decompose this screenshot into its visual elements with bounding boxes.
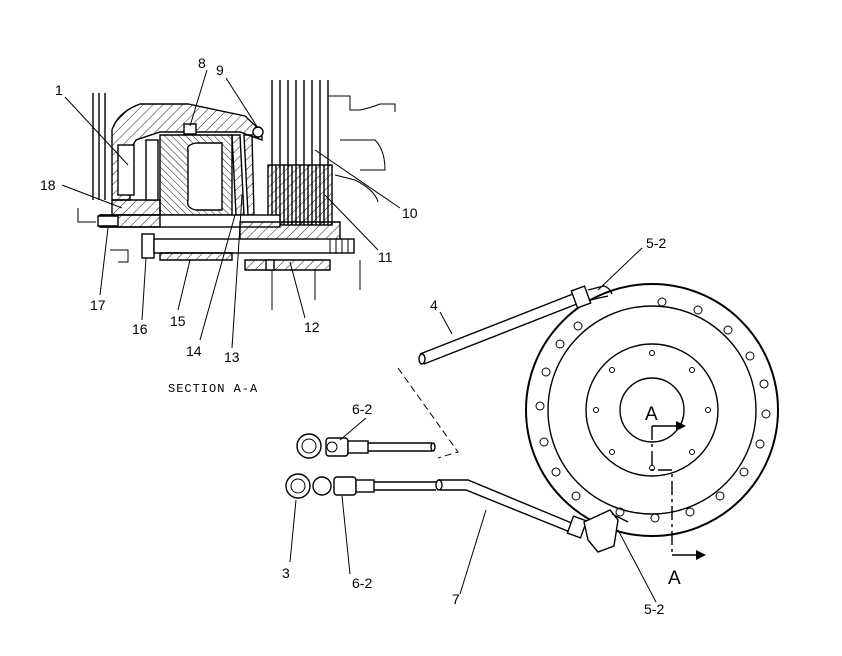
callout-11: 11: [378, 249, 393, 265]
section-marker-top: A: [645, 404, 658, 425]
housing-plate: [525, 283, 779, 560]
callout-14: 14: [186, 343, 202, 359]
fitting-6-2-lower: [285, 473, 436, 499]
callout-10: 10: [402, 205, 418, 221]
callout-5-2-top: 5-2: [646, 235, 666, 251]
section-caption: SECTION A-A: [168, 382, 258, 396]
section-marker-bottom: A: [668, 568, 681, 589]
callout-6-2-top: 6-2: [352, 401, 372, 417]
callout-7: 7: [452, 591, 460, 607]
outer-bolt-holes: [535, 297, 771, 523]
callout-3: 3: [282, 565, 290, 581]
callout-13: 13: [224, 349, 240, 365]
callout-1: 1: [55, 82, 63, 98]
callout-17: 17: [90, 297, 106, 313]
tube-7: [435, 479, 629, 553]
callout-16: 16: [132, 321, 148, 337]
section-view: [77, 80, 396, 310]
fitting-6-2-upper: [296, 433, 436, 459]
assembly-leaders: [289, 247, 657, 603]
callout-15: 15: [170, 313, 186, 329]
callout-12: 12: [304, 319, 320, 335]
tube-4: [418, 285, 613, 365]
callout-5-2-bottom: 5-2: [644, 601, 664, 617]
callout-6-2-bottom: 6-2: [352, 575, 372, 591]
callout-18: 18: [40, 177, 56, 193]
callout-4: 4: [430, 297, 438, 313]
callout-8: 8: [198, 55, 206, 71]
callout-9: 9: [216, 62, 224, 78]
section-leaders: [61, 69, 401, 349]
